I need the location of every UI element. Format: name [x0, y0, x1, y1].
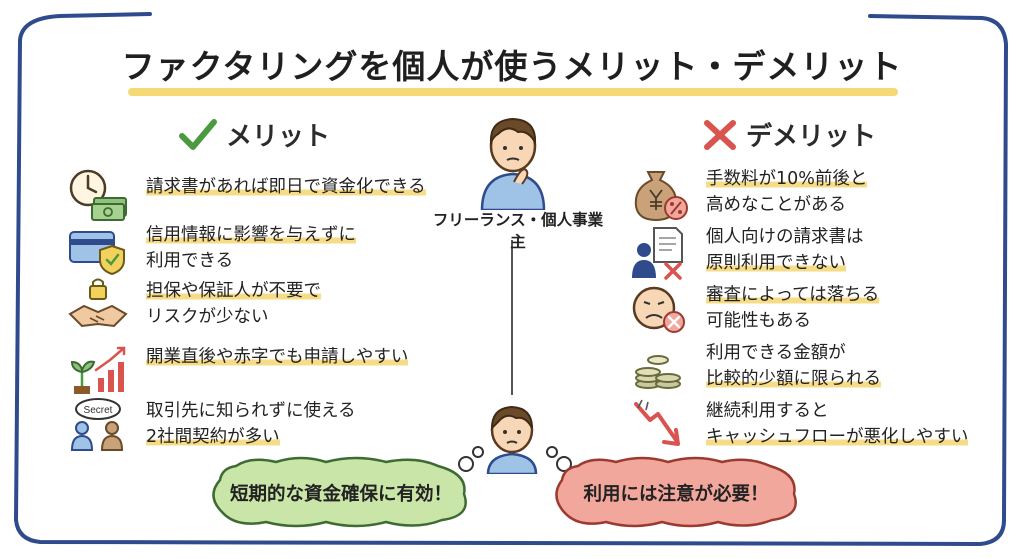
person-label: フリーランス・個人事業主: [432, 211, 604, 251]
demerit-text: 継続利用すると: [706, 401, 829, 421]
bubble-left-text: 短期的な資金確保に有効！: [229, 484, 452, 505]
merits-heading: メリット: [178, 116, 330, 153]
demerit-text: 高めなことがある: [706, 195, 846, 215]
bubble-right-text: 利用には注意が必要！: [583, 484, 769, 505]
plant-growth-chart-icon: [70, 346, 126, 394]
bubble-left-shape: [212, 456, 467, 528]
merit-text: 取引先に知られずに使える: [146, 401, 356, 421]
demerit-text: 審査によっては落ちる: [706, 285, 880, 305]
merit-text: 信用情報に影響を与えずに: [146, 225, 356, 245]
freelancer-person-icon: [480, 117, 546, 210]
merit-text: 担保や保証人が不要で: [146, 281, 321, 301]
coin-stacks-icon: [635, 355, 681, 389]
secret-label: Secret: [84, 405, 113, 416]
demerit-text: 個人向けの請求書は: [706, 227, 864, 247]
check-icon: [179, 118, 217, 150]
merits-heading-label: メリット: [226, 122, 331, 152]
person-invoice-x-icon: [632, 227, 683, 280]
falling-arrow-icon: [634, 399, 680, 446]
merit-text: リスクが少ない: [146, 307, 269, 327]
sad-face-x-icon: [632, 286, 685, 333]
demerits-heading-label: デメリット: [746, 122, 877, 152]
clock-money-icon: [69, 169, 127, 221]
merit-text: 2社間契約が多い: [146, 427, 280, 447]
worried-person-icon: [486, 405, 538, 474]
cross-icon: [704, 119, 736, 150]
demerit-text: 可能性もある: [706, 311, 811, 331]
secret-people-icon: Secret: [70, 398, 124, 451]
demerit-text: 手数料が10%前後と: [706, 169, 868, 189]
merit-text: 開業直後や赤字でも申請しやすい: [146, 347, 409, 367]
demerit-text: 原則利用できない: [706, 253, 846, 273]
demerits-heading: デメリット: [702, 116, 876, 153]
bubble-right-shape: [555, 456, 797, 528]
merit-text: 請求書があれば即日で資金化できる: [146, 177, 426, 197]
demerit-text: キャッシュフローが悪化しやすい: [706, 427, 969, 447]
demerit-text: 比較的少額に限られる: [706, 369, 881, 389]
thought-dots: [458, 446, 572, 472]
demerit-text: 利用できる金額が: [706, 343, 846, 363]
merit-text: 利用できる: [146, 251, 234, 271]
lock-handshake-icon: [68, 278, 128, 328]
money-bag-percent-icon: [634, 171, 688, 222]
page-title: ファクタリングを個人が使うメリット・デメリット: [121, 47, 903, 86]
title-underline: [128, 88, 898, 96]
credit-card-shield-icon: [69, 231, 125, 276]
